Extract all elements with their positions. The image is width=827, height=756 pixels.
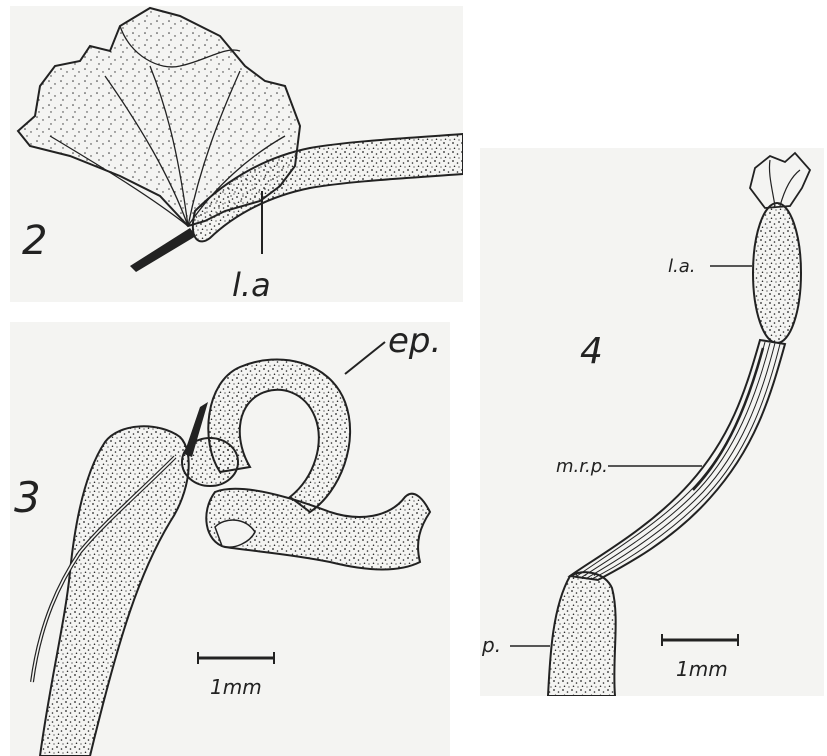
main-body — [40, 426, 189, 756]
label-ep: ep. — [388, 322, 441, 361]
label-p: p. — [481, 633, 501, 657]
figure-4-number: 4 — [580, 331, 603, 372]
figure-3-panel: 1mm 3 ep. — [10, 322, 450, 756]
scale-label-4: 1mm — [676, 657, 728, 681]
figure-2-panel: 2 l.a — [10, 6, 463, 302]
figure-2-number: 2 — [22, 218, 47, 264]
figure-3-drawing: 1mm 3 ep. — [10, 322, 450, 756]
figure-3-number: 3 — [14, 473, 41, 522]
la-oval — [753, 203, 801, 343]
scale-label-3: 1mm — [210, 675, 262, 699]
label-la: l.a — [232, 266, 271, 302]
label-mrp: m.r.p. — [556, 456, 608, 477]
small-flower — [750, 153, 810, 208]
p-base — [548, 572, 616, 696]
figure-4-drawing: 1mm 4 l.a. m.r.p. p. — [480, 148, 824, 696]
dark-stalk — [130, 228, 196, 272]
figure-2-drawing: 2 l.a — [10, 6, 463, 302]
label-la-4: l.a. — [668, 256, 695, 277]
figure-4-panel: 1mm 4 l.a. m.r.p. p. — [480, 148, 824, 696]
